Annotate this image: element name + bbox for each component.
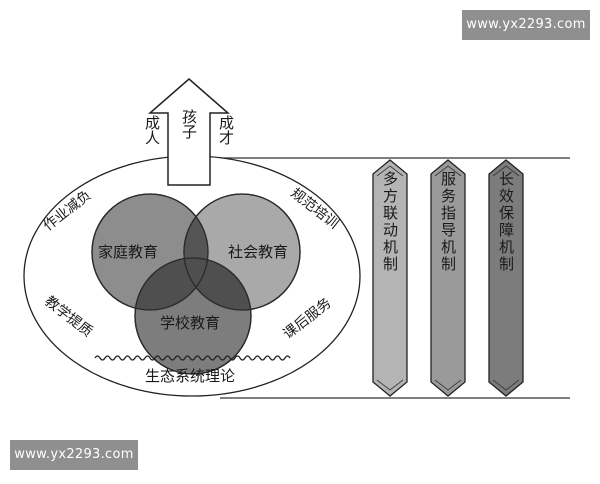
pillar-3-top-bevel bbox=[492, 165, 520, 177]
watermark-bottom: www.yx2293.com bbox=[10, 440, 138, 470]
venn-diagram: 家庭教育 社会教育 学校教育 bbox=[91, 193, 301, 375]
pillar-3-label: 长效保障机制 bbox=[497, 171, 515, 273]
pillar-1-label: 多方联动机制 bbox=[381, 171, 399, 273]
school-label: 学校教育 bbox=[160, 314, 220, 332]
pillar-2-bottom-bevel bbox=[434, 379, 462, 391]
wavy-line bbox=[94, 355, 291, 361]
mechanism-pillars: 多方联动机制 服务指导机制 长效保障机制 bbox=[372, 159, 524, 397]
overlap-society-school bbox=[184, 258, 251, 310]
society-outline bbox=[183, 193, 301, 311]
arrow-center-label: 孩子 bbox=[180, 109, 198, 139]
pillar-2-top-bevel bbox=[434, 165, 462, 177]
family-outline bbox=[91, 193, 209, 311]
arrow-right-label: 成才 bbox=[217, 115, 235, 146]
up-arrow bbox=[147, 78, 231, 186]
ecology-theory-label: 生态系统理论 bbox=[145, 367, 235, 385]
pillar-1-top-bevel bbox=[376, 165, 404, 177]
pillar-1 bbox=[372, 159, 408, 397]
pillar-2 bbox=[430, 159, 466, 397]
overlap-family-school bbox=[135, 258, 208, 310]
pillar-2-label: 服务指导机制 bbox=[439, 171, 457, 273]
pillar-1-bottom-bevel bbox=[376, 379, 404, 391]
watermark-top: www.yx2293.com bbox=[462, 10, 590, 40]
pillar-3-bottom-bevel bbox=[492, 379, 520, 391]
family-label: 家庭教育 bbox=[98, 243, 158, 261]
school-outline bbox=[134, 257, 252, 375]
pillar-3 bbox=[488, 159, 524, 397]
society-label: 社会教育 bbox=[228, 243, 288, 261]
arrow-left-label: 成人 bbox=[143, 115, 161, 145]
